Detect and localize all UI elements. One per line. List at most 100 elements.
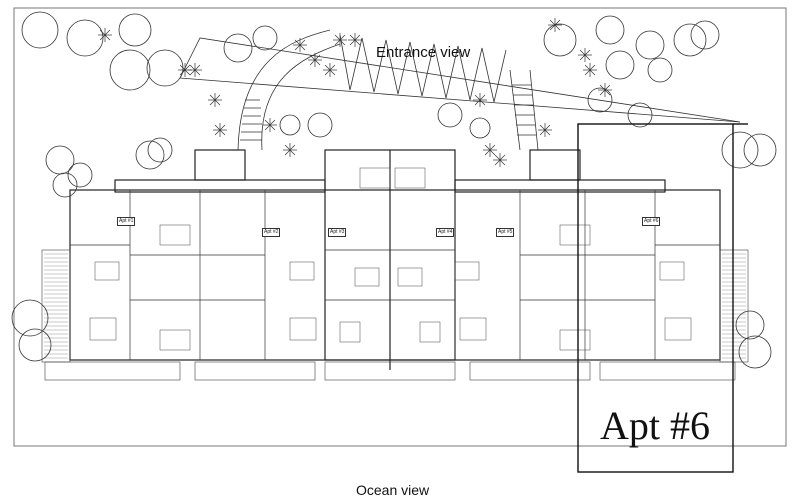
shrub-stroke bbox=[314, 54, 321, 61]
furniture-piece bbox=[659, 261, 685, 281]
unit-tag-apt-5: Apt #5 bbox=[496, 228, 515, 237]
tree-canopy bbox=[146, 49, 184, 87]
interior-walls bbox=[70, 190, 720, 360]
right-stair bbox=[509, 69, 539, 151]
shrub-stroke bbox=[354, 39, 361, 46]
shrub-stroke bbox=[549, 24, 556, 31]
shrub-stroke bbox=[99, 29, 106, 36]
shrub-stroke bbox=[354, 34, 361, 41]
apt-6-callout-label: Apt #6 bbox=[600, 403, 710, 448]
furniture-piece bbox=[89, 317, 117, 341]
shrub-stroke bbox=[214, 94, 221, 101]
tree-canopy bbox=[118, 13, 152, 47]
shrub-stroke bbox=[324, 64, 331, 71]
shrub-stroke bbox=[349, 34, 356, 41]
shrub-stroke bbox=[194, 64, 201, 71]
ocean-view-label: Ocean view bbox=[356, 482, 430, 498]
tree-canopy bbox=[605, 50, 635, 80]
tree-canopy bbox=[147, 137, 173, 163]
shrub-stroke bbox=[544, 129, 551, 136]
furniture-piece bbox=[559, 224, 591, 246]
shrub-stroke bbox=[604, 89, 611, 96]
shrub-stroke bbox=[554, 19, 561, 26]
shrub-stroke bbox=[209, 94, 216, 101]
shrub-stroke bbox=[284, 149, 291, 156]
furniture-piece bbox=[354, 267, 380, 287]
furniture-piece bbox=[94, 261, 120, 281]
shrub-stroke bbox=[489, 149, 496, 156]
furniture-piece bbox=[159, 329, 191, 351]
shrub-stroke bbox=[214, 124, 221, 131]
shrub-stroke bbox=[579, 54, 586, 61]
shrub-stroke bbox=[289, 144, 296, 151]
shrub-stroke bbox=[489, 144, 496, 151]
furniture-piece bbox=[397, 267, 423, 287]
tree-canopy bbox=[469, 117, 491, 139]
tree-canopy bbox=[743, 133, 777, 167]
tree-canopy bbox=[67, 162, 93, 188]
tree-canopy bbox=[11, 299, 49, 337]
shrub-stroke bbox=[544, 124, 551, 131]
shrub-stroke bbox=[539, 124, 546, 131]
tree-canopy bbox=[135, 140, 165, 170]
shrub-stroke bbox=[589, 64, 596, 71]
unit-tag-apt-6: Apt #6 bbox=[642, 217, 661, 226]
shrub-stroke bbox=[314, 59, 321, 66]
shrub-stroke bbox=[299, 39, 306, 46]
furniture-piece bbox=[664, 317, 692, 341]
shrub-stroke bbox=[584, 49, 591, 56]
tree-canopy bbox=[18, 328, 52, 362]
shrub-stroke bbox=[104, 29, 111, 36]
tree-canopy bbox=[279, 114, 301, 136]
shrub-stroke bbox=[209, 99, 216, 106]
balconies bbox=[41, 249, 749, 381]
balcony-hatch bbox=[44, 253, 746, 359]
shrub-stroke bbox=[299, 44, 306, 51]
tree-canopy bbox=[109, 49, 151, 91]
furniture-piece bbox=[289, 317, 317, 341]
shrub-stroke bbox=[189, 69, 196, 76]
shrub-stroke bbox=[289, 149, 296, 156]
entrance-ramp bbox=[237, 29, 341, 151]
unit-tag-apt-2: Apt #2 bbox=[262, 228, 281, 237]
furniture-piece bbox=[394, 167, 426, 189]
shrub-stroke bbox=[104, 34, 111, 41]
shrub-stroke bbox=[599, 84, 606, 91]
shrub-stroke bbox=[184, 64, 191, 71]
furniture-piece bbox=[289, 261, 315, 281]
shrub-stroke bbox=[99, 34, 106, 41]
shrub-stroke bbox=[579, 49, 586, 56]
shrub-stroke bbox=[309, 59, 316, 66]
tree-canopy bbox=[738, 335, 772, 369]
furniture-piece bbox=[459, 317, 487, 341]
shrub-stroke bbox=[494, 154, 501, 161]
tree-canopy bbox=[721, 131, 759, 169]
furniture-piece bbox=[359, 167, 391, 189]
furniture-piece bbox=[559, 329, 591, 351]
shrub-stroke bbox=[284, 144, 291, 151]
shrub-stroke bbox=[499, 159, 506, 166]
apt-6-callout-box bbox=[577, 123, 748, 473]
shrub-stroke bbox=[349, 39, 356, 46]
shrub-stroke bbox=[549, 19, 556, 26]
shrub-stroke bbox=[179, 64, 186, 71]
tree-canopy bbox=[735, 310, 765, 340]
tree-canopy bbox=[587, 87, 613, 113]
shrub-stroke bbox=[589, 69, 596, 76]
entrance-canopy bbox=[179, 34, 741, 123]
shrub-stroke bbox=[269, 124, 276, 131]
shrub-stroke bbox=[334, 34, 341, 41]
shrub-stroke bbox=[339, 39, 346, 46]
furniture-piece bbox=[454, 261, 480, 281]
shrub-stroke bbox=[499, 154, 506, 161]
shrub-stroke bbox=[474, 99, 481, 106]
tree-canopy bbox=[635, 30, 665, 60]
tree-canopy bbox=[690, 20, 720, 50]
shrub-stroke bbox=[179, 69, 186, 76]
tree-canopy bbox=[307, 112, 333, 138]
shrub-stroke bbox=[264, 119, 271, 126]
shrub-stroke bbox=[184, 69, 191, 76]
tree-canopy bbox=[223, 33, 253, 63]
